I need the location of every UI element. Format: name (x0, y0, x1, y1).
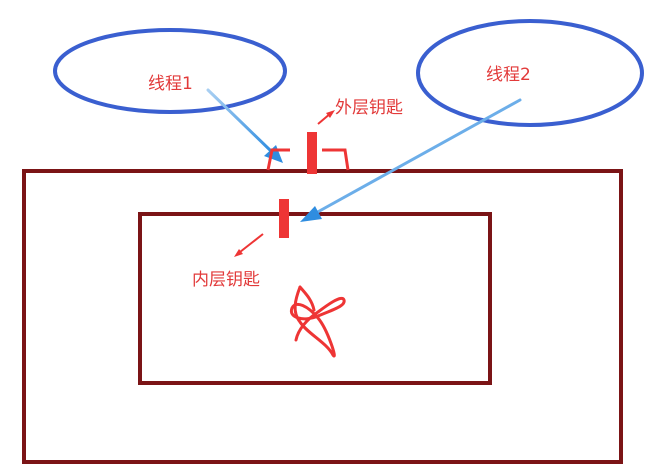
outer-lock-bracket (266, 148, 350, 171)
thread-1-arrow (206, 88, 283, 163)
thread-2-ellipse (416, 19, 644, 127)
outer-key-pointer-arrow (317, 110, 335, 125)
inner-box (138, 212, 492, 385)
inner-key-bar (279, 199, 289, 238)
thread-2-arrow (300, 98, 522, 222)
thread-1-label: 线程1 (148, 74, 193, 94)
outer-key-bar (307, 132, 317, 174)
outer-key-label: 外层钥匙 (335, 98, 403, 118)
thread-2-label: 线程2 (486, 65, 531, 85)
inner-key-pointer-arrow (234, 233, 264, 257)
inner-key-label: 内层钥匙 (192, 270, 260, 290)
outer-box (22, 169, 623, 464)
thread-1-ellipse (53, 28, 287, 114)
scribble-mark (289, 285, 346, 358)
